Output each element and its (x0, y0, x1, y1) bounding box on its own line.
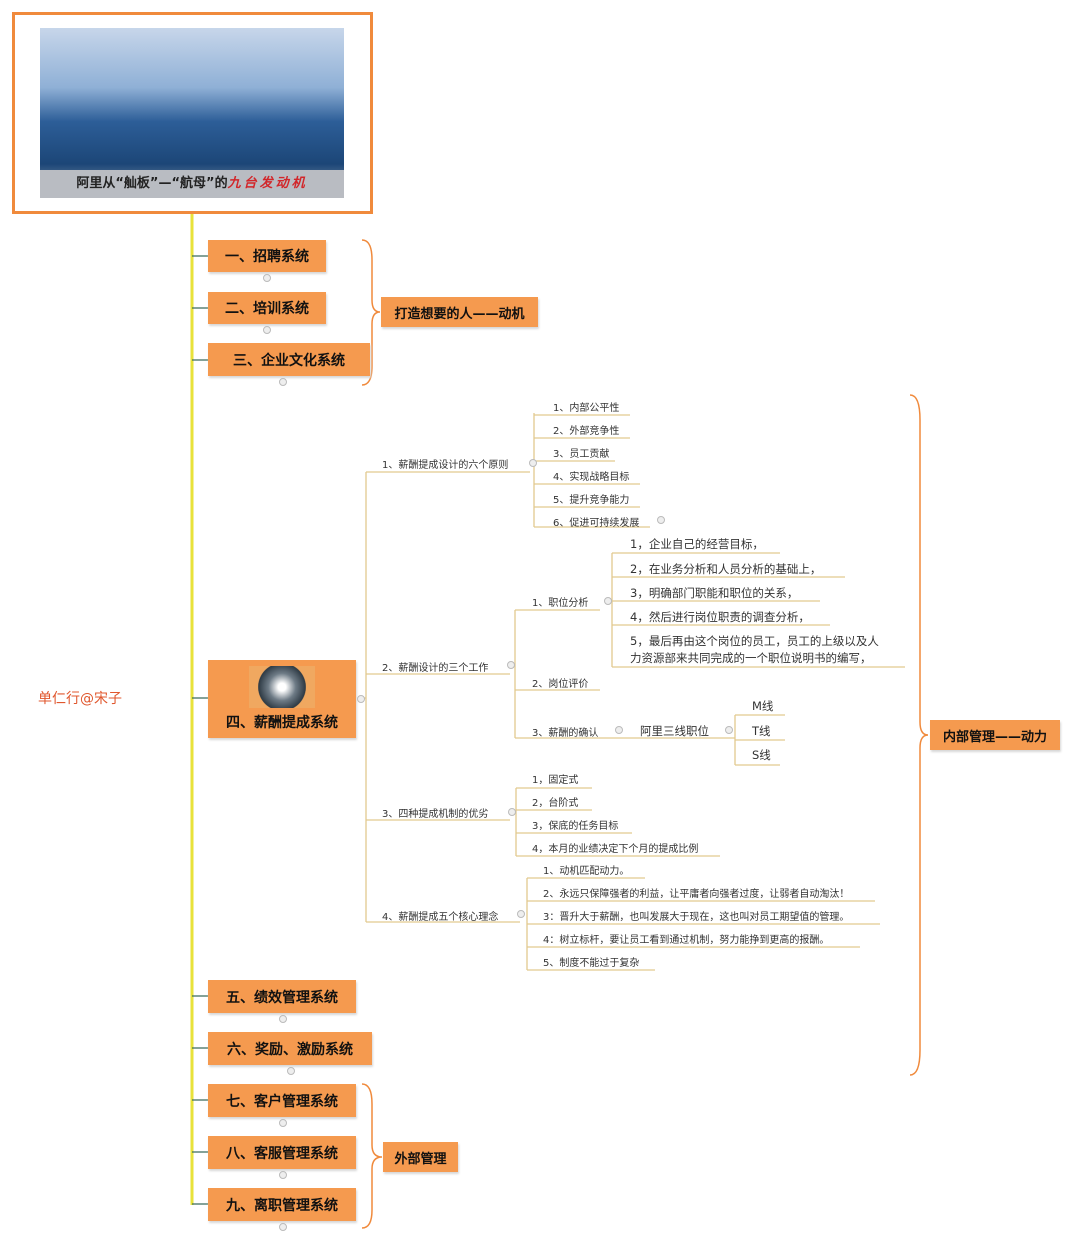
list-item: T线 (752, 724, 771, 738)
node-rewards[interactable]: 六、奖励、激励系统 (208, 1032, 372, 1065)
expand-icon[interactable] (279, 1223, 287, 1231)
root-caption: 阿里从“舢板”—“航母”的九台发动机 (40, 170, 344, 198)
list-item: 4：树立标杆，要让员工看到通过机制，努力能挣到更高的报酬。 (543, 935, 830, 946)
expand-icon[interactable] (263, 326, 271, 334)
list-item: 4，本月的业绩决定下个月的提成比例 (532, 844, 699, 855)
node-salary-label: 四、薪酬提成系统 (226, 715, 338, 731)
list-item: 3，保底的任务目标 (532, 821, 619, 832)
group-internal[interactable]: 内部管理——动力 (930, 720, 1060, 750)
node-training[interactable]: 二、培训系统 (208, 292, 326, 324)
branch-five-concepts[interactable]: 4、薪酬提成五个核心理念 (382, 912, 499, 923)
engine-icon (249, 666, 315, 708)
list-item: 1、内部公平性 (553, 403, 620, 414)
aircraft-carrier-image: 阿里从“舢板”—“航母”的九台发动机 (40, 28, 344, 198)
expand-icon[interactable] (657, 516, 665, 524)
list-item: 2，在业务分析和人员分析的基础上， (630, 562, 822, 576)
collapse-icon[interactable] (725, 726, 733, 734)
branch-job-evaluation[interactable]: 2、岗位评价 (532, 679, 589, 690)
list-item: 4、实现战略目标 (553, 472, 630, 483)
collapse-icon[interactable] (615, 726, 623, 734)
list-item: 5，最后再由这个岗位的员工，员工的上级以及人 (630, 634, 879, 648)
expand-icon[interactable] (279, 1171, 287, 1179)
collapse-icon[interactable] (517, 910, 525, 918)
branch-three-tasks[interactable]: 2、薪酬设计的三个工作 (382, 663, 489, 674)
list-item: 1、动机匹配动力。 (543, 866, 630, 877)
group-external[interactable]: 外部管理 (383, 1142, 458, 1172)
list-item: 4，然后进行岗位职责的调查分析， (630, 610, 810, 624)
branch-six-principles[interactable]: 1、薪酬提成设计的六个原则 (382, 460, 509, 471)
list-item: 2，台阶式 (532, 798, 579, 809)
collapse-icon[interactable] (604, 597, 612, 605)
list-item: 5、提升竞争能力 (553, 495, 630, 506)
node-customer[interactable]: 七、客户管理系统 (208, 1084, 356, 1117)
list-item: 2、永远只保障强者的利益，让平庸者向强者过度，让弱者自动淘汰！ (543, 889, 850, 900)
group-motivation[interactable]: 打造想要的人——动机 (381, 297, 538, 327)
ali-three-lines[interactable]: 阿里三线职位 (640, 724, 709, 738)
list-item: 5、制度不能过于复杂 (543, 958, 640, 969)
expand-icon[interactable] (279, 378, 287, 386)
branch-four-mechanisms[interactable]: 3、四种提成机制的优劣 (382, 809, 489, 820)
list-item: 力资源部来共同完成的一个职位说明书的编写， (630, 651, 872, 665)
node-performance[interactable]: 五、绩效管理系统 (208, 980, 356, 1013)
branch-salary-confirm[interactable]: 3、薪酬的确认 (532, 728, 599, 739)
node-resignation[interactable]: 九、离职管理系统 (208, 1188, 356, 1221)
list-item: 1，固定式 (532, 775, 579, 786)
node-service[interactable]: 八、客服管理系统 (208, 1136, 356, 1169)
list-item: 3，明确部门职能和职位的关系， (630, 586, 799, 600)
expand-icon[interactable] (263, 274, 271, 282)
list-item: 6、促进可持续发展 (553, 518, 640, 529)
node-salary[interactable]: 四、薪酬提成系统 (208, 660, 356, 738)
list-item: 1，企业自己的经营目标， (630, 537, 764, 551)
root-caption-main: 阿里从“舢板”—“航母”的 (76, 176, 228, 191)
expand-icon[interactable] (287, 1067, 295, 1075)
list-item: 2、外部竞争性 (553, 426, 620, 437)
list-item: S线 (752, 748, 771, 762)
branch-job-analysis[interactable]: 1、职位分析 (532, 598, 589, 609)
expand-icon[interactable] (279, 1119, 287, 1127)
expand-icon[interactable] (279, 1015, 287, 1023)
list-item: M线 (752, 699, 774, 713)
node-culture[interactable]: 三、企业文化系统 (208, 343, 370, 376)
root-caption-highlight: 九台发动机 (227, 176, 308, 191)
node-recruitment[interactable]: 一、招聘系统 (208, 240, 326, 272)
collapse-icon[interactable] (357, 695, 365, 703)
list-item: 3：晋升大于薪酬，也叫发展大于现在，这也叫对员工期望值的管理。 (543, 912, 850, 923)
author-label: 单仁行@宋子 (38, 691, 122, 707)
collapse-icon[interactable] (507, 661, 515, 669)
collapse-icon[interactable] (529, 459, 537, 467)
list-item: 3、员工贡献 (553, 449, 610, 460)
collapse-icon[interactable] (508, 808, 516, 816)
